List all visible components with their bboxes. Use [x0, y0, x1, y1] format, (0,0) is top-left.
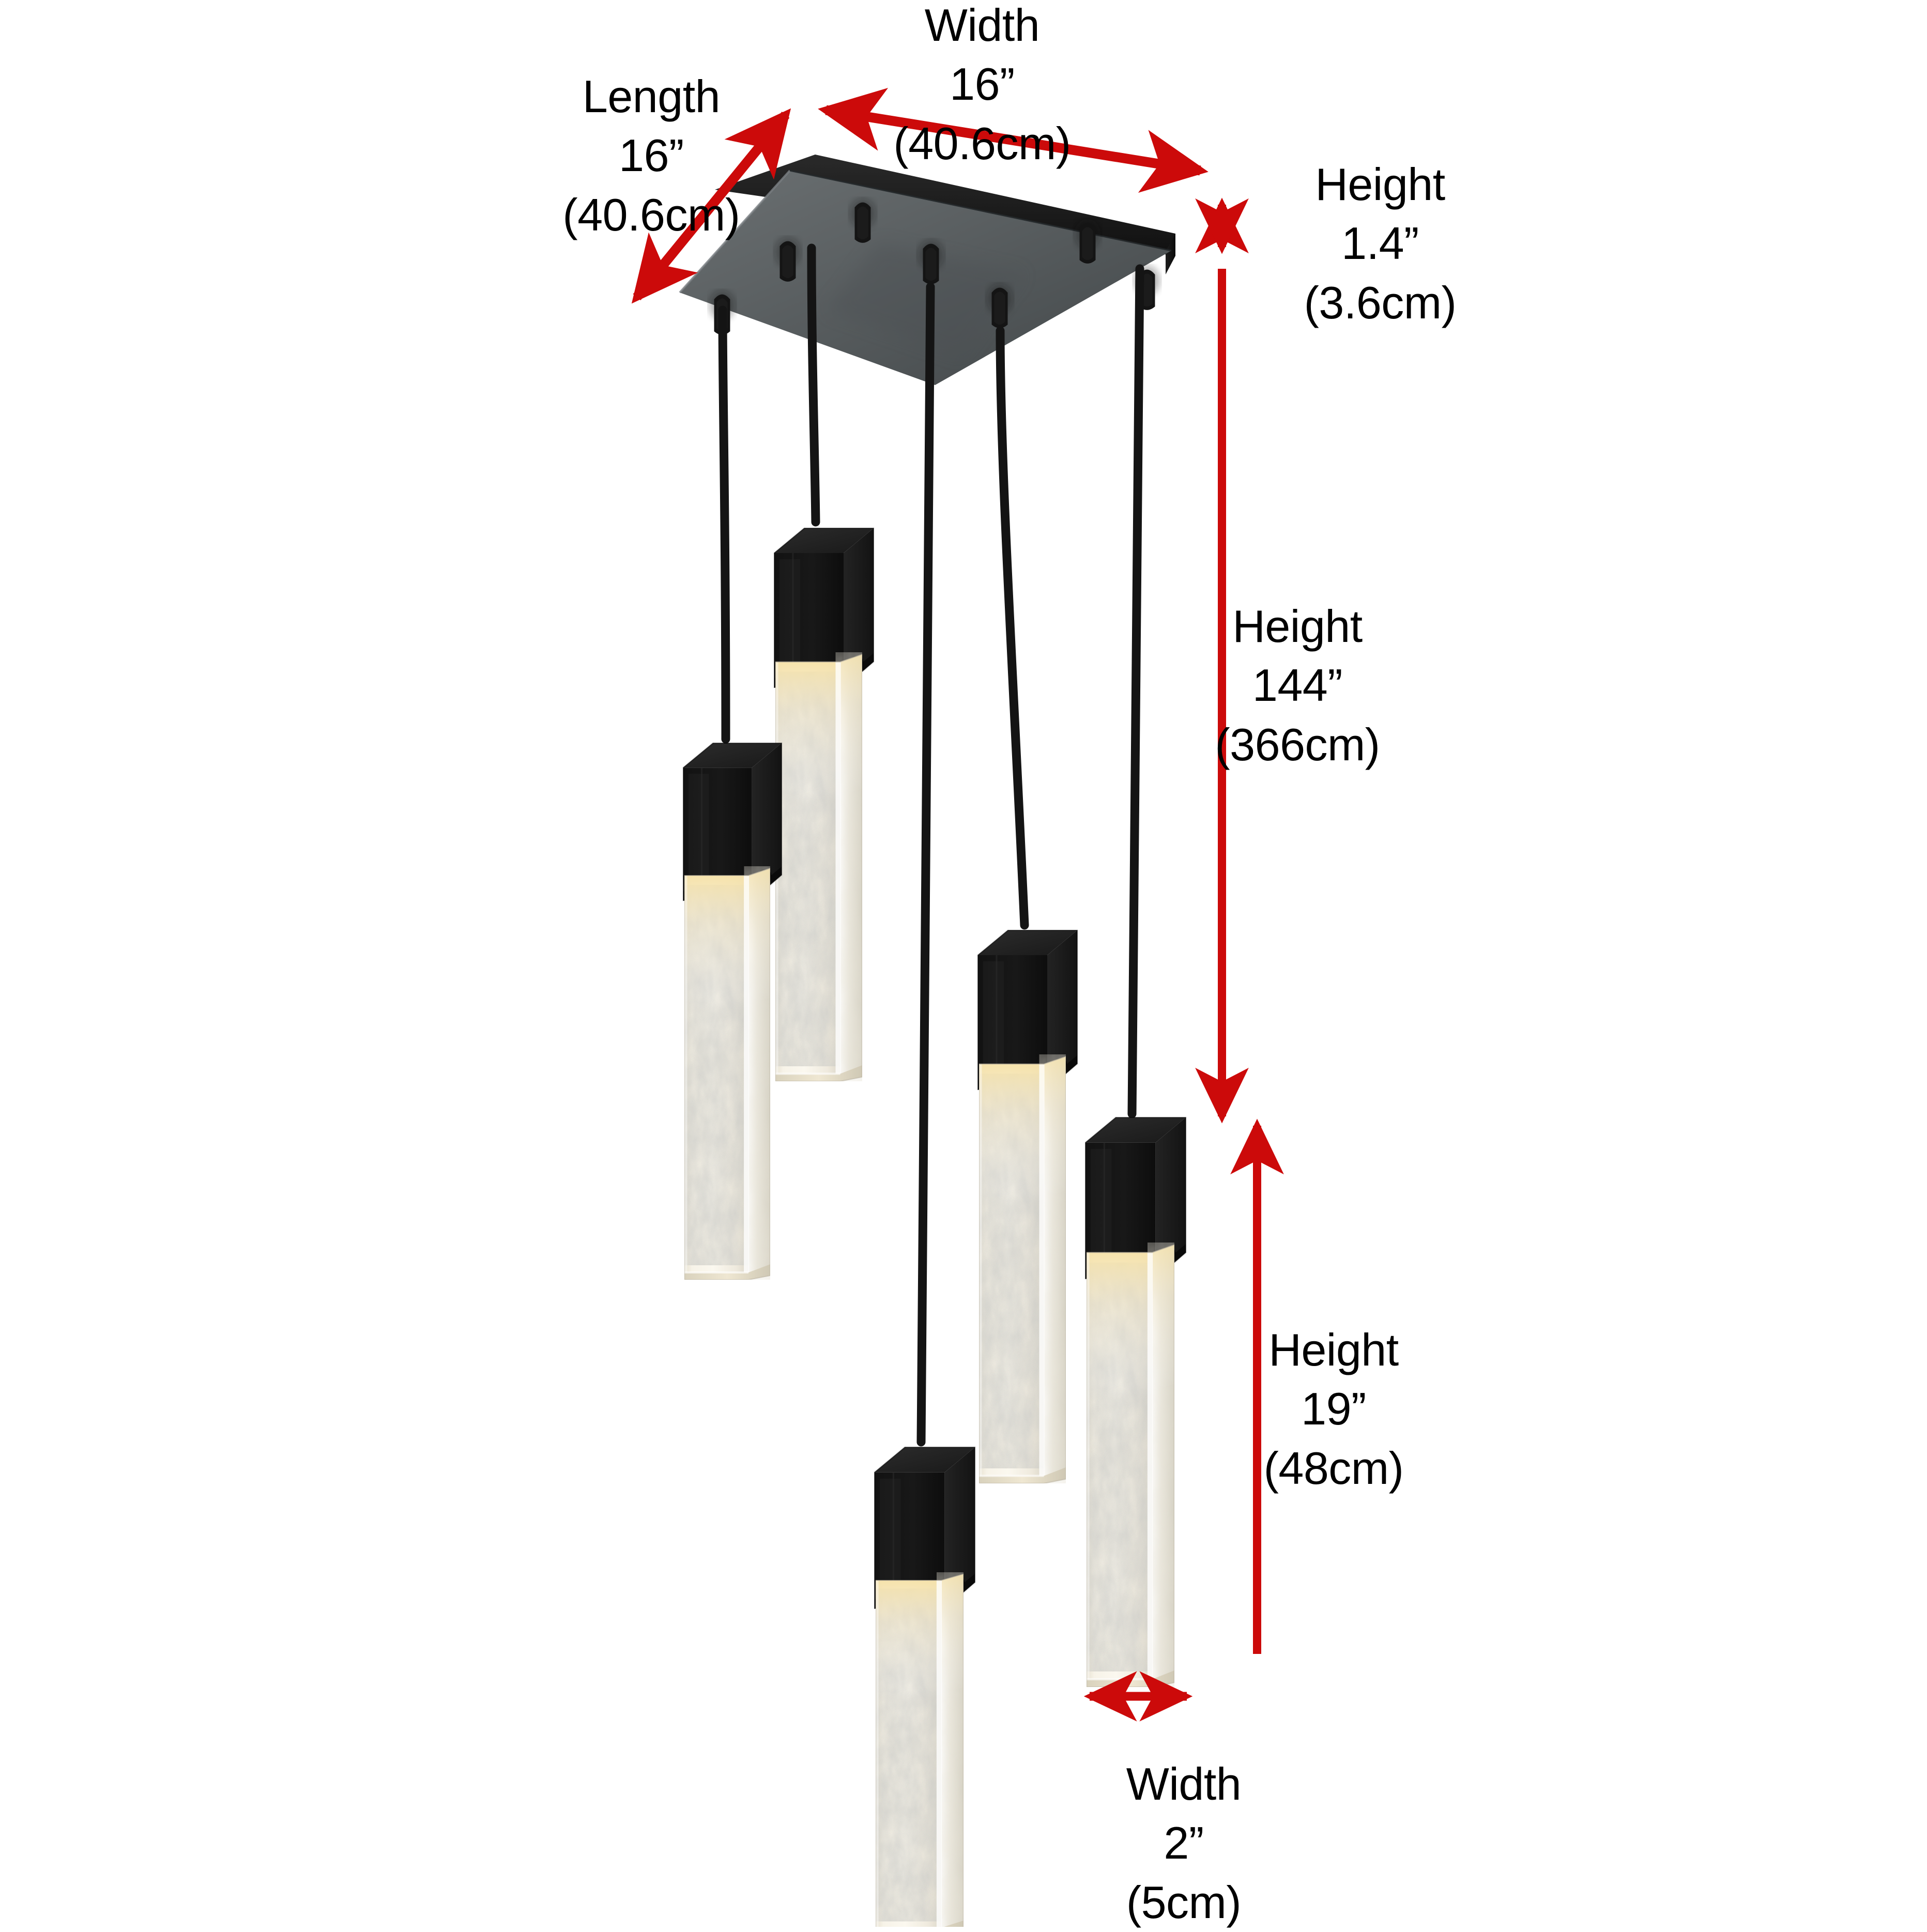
width-dimension-label: Width 16” (40.6cm) — [893, 0, 1071, 169]
pendant-width-dimension-label: Width 2” (5cm) — [1126, 1758, 1242, 1928]
suspension-cords — [718, 243, 1144, 1447]
canopy-height-dimension-label: Height 1.4” (3.6cm) — [1304, 159, 1457, 328]
body-height-dimension-label: Height 19” (48cm) — [1263, 1324, 1404, 1494]
drop-height-dimension-label: Height 144” (366cm) — [1215, 601, 1380, 770]
length-dimension-label: Length 16” (40.6cm) — [562, 71, 740, 240]
